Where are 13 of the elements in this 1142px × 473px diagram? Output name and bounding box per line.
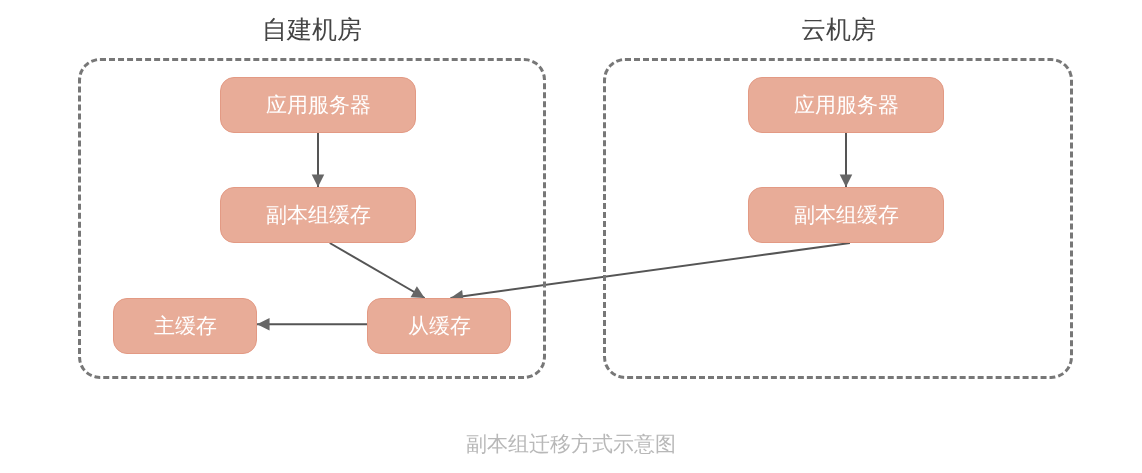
process-box: 副本组缓存 <box>748 187 944 243</box>
arrow <box>328 242 426 299</box>
arrow <box>256 318 368 331</box>
arrow <box>311 132 325 188</box>
process-box: 应用服务器 <box>748 77 944 133</box>
process-box: 副本组缓存 <box>220 187 416 243</box>
group-heading: 云机房 <box>799 14 877 46</box>
group-heading: 自建机房 <box>261 14 363 46</box>
process-box: 应用服务器 <box>220 77 416 133</box>
caption: 副本组迁移方式示意图 <box>465 431 677 458</box>
process-box: 从缓存 <box>367 298 511 354</box>
process-box: 主缓存 <box>113 298 257 354</box>
arrow <box>839 132 853 188</box>
